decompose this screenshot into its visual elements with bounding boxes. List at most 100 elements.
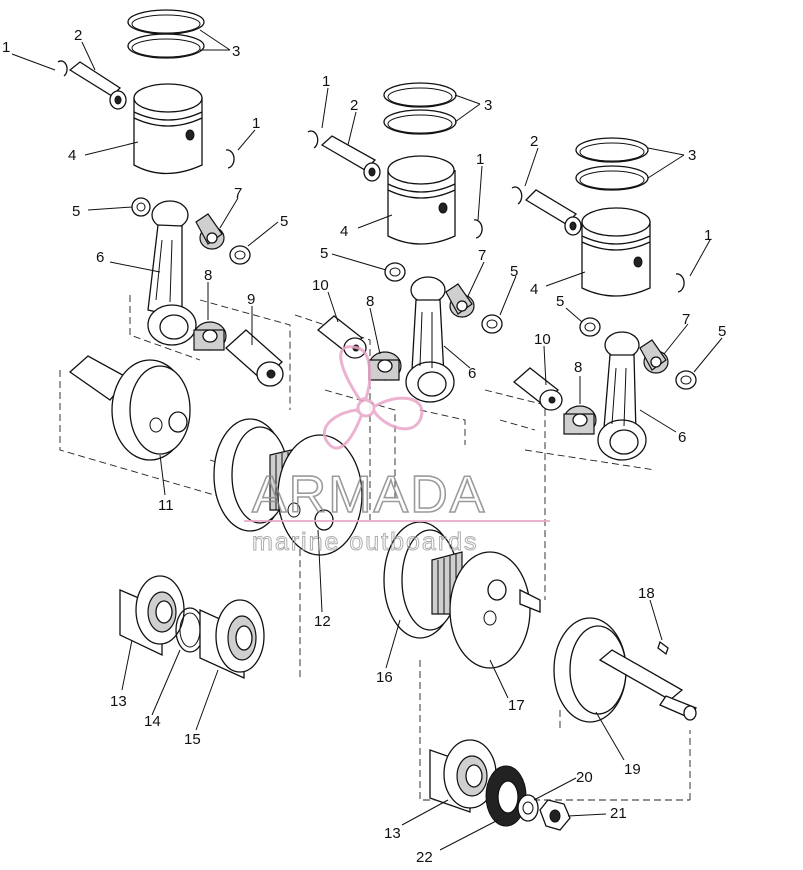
washer-20 (517, 794, 539, 822)
callout-21: 21 (610, 805, 627, 822)
watermark: ARMADA marine outboards (244, 345, 550, 557)
callout-3: 3 (484, 97, 492, 114)
crank-web-16 (383, 521, 463, 639)
callout-10: 10 (534, 331, 551, 348)
callout-labels: 1 2 3 4 1 5 7 5 6 8 9 1 2 3 1 4 5 7 5 10… (2, 27, 726, 866)
callout-16: 16 (376, 669, 393, 686)
callout-5: 5 (556, 293, 564, 310)
connecting-rod-2 (405, 276, 455, 403)
callout-1: 1 (704, 227, 712, 244)
callout-5: 5 (72, 203, 80, 220)
piston-assembly-3 (511, 137, 697, 461)
nut-21 (539, 799, 571, 831)
crank-web-19 (553, 617, 697, 723)
piston-ring-2b (383, 109, 457, 135)
callout-6: 6 (678, 429, 686, 446)
callout-10: 10 (312, 277, 329, 294)
thrust-washer-1a (131, 197, 151, 217)
connecting-rod-1 (147, 200, 197, 346)
callout-1: 1 (322, 73, 330, 90)
circlip-3a (511, 186, 523, 205)
crank-web-11 (68, 355, 191, 461)
callout-4: 4 (68, 147, 76, 164)
callout-11: 11 (158, 497, 174, 514)
callout-2: 2 (350, 97, 358, 114)
connecting-rod-3 (597, 331, 647, 461)
callout-3: 3 (688, 147, 696, 164)
crank-bearing-2 (368, 351, 402, 381)
callout-14: 14 (144, 713, 161, 730)
callout-9: 9 (247, 291, 255, 308)
callout-22: 22 (416, 849, 433, 866)
piston-ring-1a (127, 9, 205, 35)
watermark-brand: ARMADA (252, 466, 486, 524)
circlip-2b (473, 219, 483, 239)
piston-3 (581, 207, 651, 297)
crank-pin-10b (512, 367, 563, 411)
circlip-2a (307, 130, 319, 149)
needle-bearing-2 (445, 283, 475, 318)
callout-17: 17 (508, 697, 525, 714)
piston-ring-2a (383, 82, 457, 108)
callout-4: 4 (340, 223, 348, 240)
piston-assembly-1 (57, 9, 284, 387)
callout-5: 5 (280, 213, 288, 230)
callout-7: 7 (478, 247, 486, 264)
crank-web-17 (449, 551, 541, 669)
thrust-washer-2b (481, 314, 503, 334)
ball-bearing-15 (199, 599, 265, 680)
piston-assembly-2 (307, 82, 503, 403)
thrust-washer-3b (675, 370, 697, 390)
thrust-washer-2a (384, 262, 406, 282)
watermark-tagline: marine outboards (252, 528, 479, 556)
callout-18: 18 (638, 585, 655, 602)
crank-web-12 (213, 418, 363, 556)
main-bearings-left (119, 575, 265, 680)
callout-2: 2 (530, 133, 538, 150)
main-bearings-right (429, 739, 571, 831)
wrist-pin-2 (320, 135, 381, 182)
callout-6: 6 (468, 365, 476, 382)
thrust-washer-1b (229, 245, 251, 265)
callout-1: 1 (252, 115, 260, 132)
ball-bearing-13a (119, 575, 185, 657)
callout-6: 6 (96, 249, 104, 266)
piston-ring-1b (127, 33, 205, 59)
crank-pin-9 (225, 329, 284, 387)
callout-15: 15 (184, 731, 201, 748)
circlip-3b (675, 273, 685, 293)
callout-7: 7 (682, 311, 690, 328)
piston-ring-3b (575, 165, 649, 191)
callout-8: 8 (204, 267, 212, 284)
piston-1 (133, 83, 203, 175)
callout-2: 2 (74, 27, 82, 44)
crank-bearing-3 (563, 405, 597, 435)
callout-20: 20 (576, 769, 593, 786)
leader-lines (11, 29, 723, 851)
crank-bearing-1 (193, 321, 227, 351)
callout-5: 5 (718, 323, 726, 340)
thrust-washer-3a (579, 317, 601, 337)
callout-8: 8 (366, 293, 374, 310)
needle-bearing-3 (639, 339, 669, 374)
callout-1: 1 (476, 151, 484, 168)
callout-5: 5 (320, 245, 328, 262)
callout-13: 13 (110, 693, 127, 710)
callout-19: 19 (624, 761, 641, 778)
piston-2 (387, 155, 456, 245)
wrist-pin-3 (524, 189, 582, 236)
needle-bearing-1 (195, 213, 225, 250)
callout-5: 5 (510, 263, 518, 280)
callout-12: 12 (314, 613, 331, 630)
propeller-logo (322, 345, 424, 450)
circlip-1a (57, 60, 68, 77)
callout-4: 4 (530, 281, 538, 298)
woodruff-key-18 (657, 640, 669, 656)
callout-13: 13 (384, 825, 401, 842)
wrist-pin-1 (68, 61, 127, 110)
piston-ring-3a (575, 137, 649, 163)
callout-7: 7 (234, 185, 242, 202)
circlip-1b (225, 149, 235, 169)
